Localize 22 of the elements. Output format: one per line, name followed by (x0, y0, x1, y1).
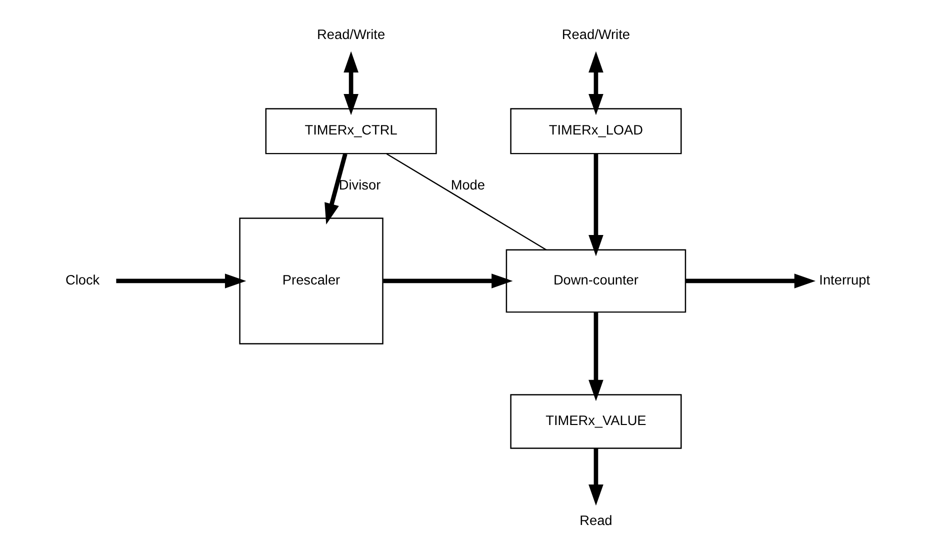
arrow (588, 448, 604, 506)
arrow (686, 274, 816, 288)
node-text: Read (580, 513, 612, 528)
arrow (324, 153, 348, 225)
node-text: Read/Write (317, 26, 386, 42)
node-text: Interrupt (819, 272, 870, 288)
node-box: Prescaler (239, 218, 384, 344)
node-box: Down-counter (506, 249, 686, 313)
arrow (588, 51, 604, 116)
arrow (344, 51, 358, 116)
connector (386, 153, 547, 250)
node-box: TIMERx_CTRL (265, 108, 437, 154)
arrow (588, 312, 604, 402)
node-text: Read/Write (562, 26, 630, 42)
arrow (383, 274, 513, 288)
arrow (116, 274, 246, 288)
arrow (588, 154, 604, 256)
node-box: TIMERx_VALUE (510, 394, 682, 449)
edge-label: Divisor (338, 177, 381, 192)
node-box: TIMERx_LOAD (510, 108, 682, 154)
node-text: Clock (65, 272, 100, 288)
edge-label: Mode (450, 177, 486, 192)
